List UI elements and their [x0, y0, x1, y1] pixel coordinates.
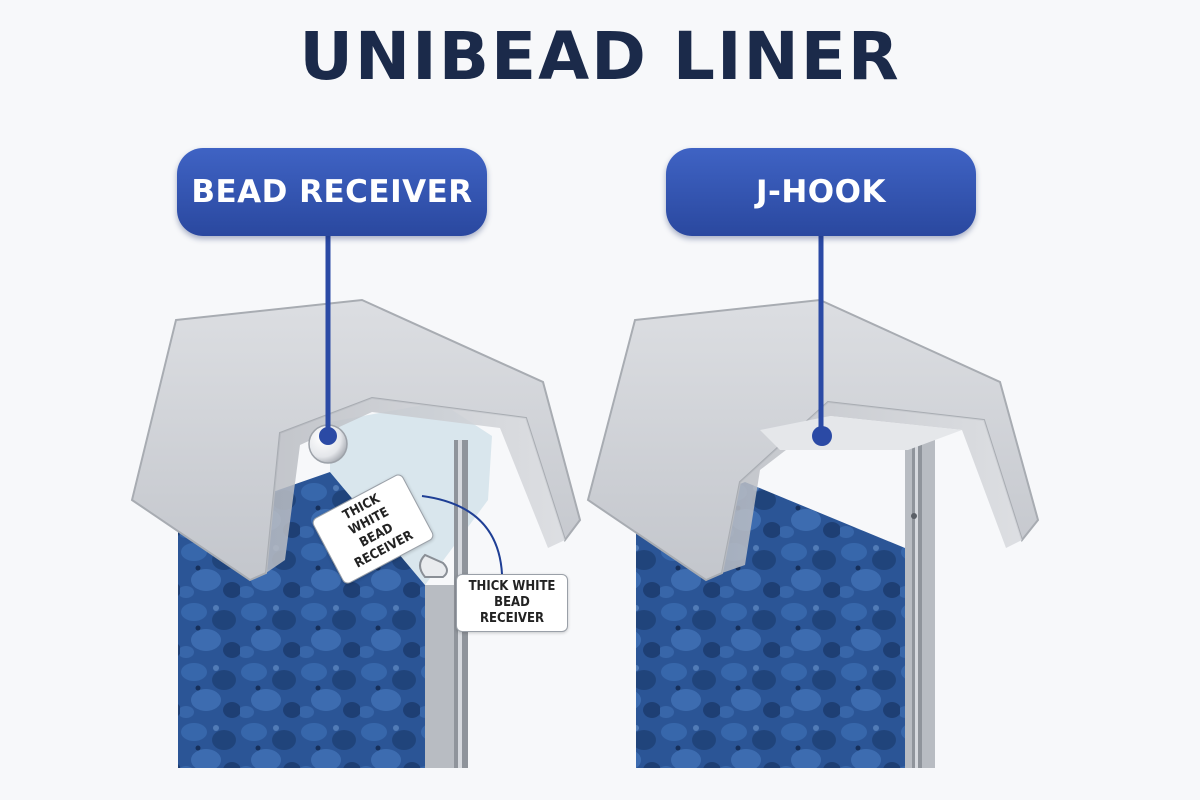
page-title: UNIBEAD LINER: [299, 18, 901, 95]
bead-receiver-label: BEAD RECEIVER: [177, 148, 487, 236]
j-hook-label: J-HOOK: [666, 148, 976, 236]
callout-thick-white-bead-receiver: THICK WHITE BEAD RECEIVER: [456, 574, 568, 632]
bead-clip: [419, 553, 448, 578]
j-hook-assembly: [586, 236, 1040, 768]
callout-leader: [421, 495, 503, 575]
